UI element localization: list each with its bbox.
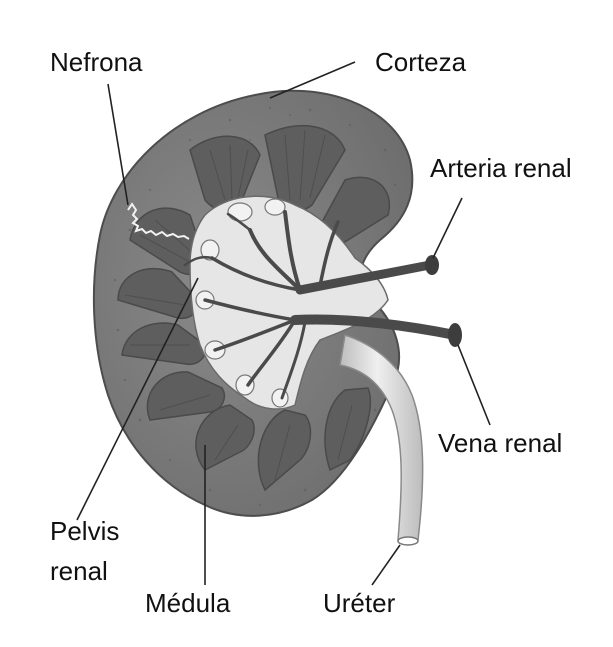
renal-artery-end — [425, 255, 439, 275]
leader-nefrona — [108, 84, 128, 205]
label-arteria-renal: Arteria renal — [430, 153, 572, 183]
label-corteza: Corteza — [375, 47, 467, 77]
leader-arteria-renal — [433, 198, 462, 258]
label-medula: Médula — [145, 588, 231, 618]
label-pelvis: Pelvis — [50, 516, 119, 546]
ureter-opening — [398, 537, 418, 545]
leader-vena-renal — [458, 345, 490, 425]
label-renal: renal — [50, 556, 108, 586]
renal-vein-end — [448, 323, 462, 347]
label-vena-renal: Vena renal — [438, 428, 562, 458]
leader-ureter — [372, 545, 400, 585]
label-ureter: Uréter — [323, 588, 396, 618]
label-nefrona: Nefrona — [50, 47, 143, 77]
